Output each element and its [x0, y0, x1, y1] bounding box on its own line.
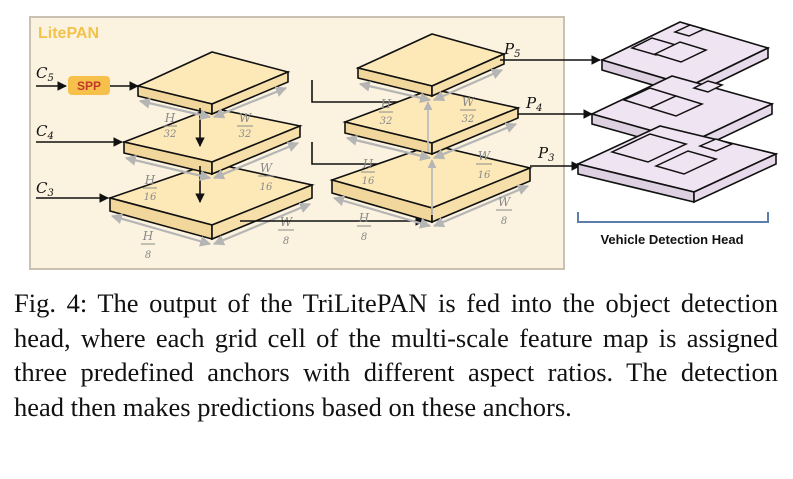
frac-w8-left: W 8	[278, 215, 294, 247]
svg-text:8: 8	[501, 216, 507, 227]
svg-text:W: W	[239, 111, 253, 125]
svg-text:W: W	[280, 215, 294, 229]
svg-text:H: H	[144, 173, 156, 187]
svg-text:32: 32	[380, 116, 393, 127]
svg-text:8: 8	[361, 232, 367, 243]
frac-w8-right: W 8	[496, 195, 512, 227]
output-p5: P5	[503, 40, 520, 60]
svg-text:H: H	[358, 211, 370, 225]
svg-text:8: 8	[283, 236, 289, 247]
output-p4: P4	[525, 94, 542, 114]
spp-box	[68, 76, 110, 95]
litepan-diagram: LitePAN SPP C5 C4 C3	[29, 16, 779, 270]
figure: LitePAN SPP C5 C4 C3	[29, 16, 779, 270]
frac-w16-right: W 16	[476, 149, 492, 181]
svg-text:H: H	[164, 111, 176, 125]
svg-text:C4: C4	[36, 122, 54, 142]
svg-text:W: W	[478, 149, 492, 163]
frac-w32-right: W 32	[460, 95, 476, 125]
svg-text:C5: C5	[36, 64, 54, 84]
frac-h8-left: H 8	[141, 229, 155, 261]
left-dim-arrows	[110, 86, 312, 247]
svg-text:P4: P4	[525, 94, 542, 114]
input-c3: C3	[36, 179, 54, 199]
spp-label: SPP	[77, 79, 101, 93]
svg-text:H: H	[142, 229, 154, 243]
right-dim-arrows	[332, 68, 530, 229]
svg-text:16: 16	[478, 170, 491, 181]
input-c5: C5	[36, 64, 54, 84]
input-c4: C4	[36, 122, 54, 142]
svg-text:16: 16	[362, 176, 375, 187]
frac-h8-right: H 8	[357, 211, 371, 243]
output-p3: P3	[537, 144, 554, 164]
litepan-label: LitePAN	[38, 25, 99, 42]
head-grid-p3	[575, 125, 779, 204]
svg-text:W: W	[260, 161, 274, 175]
svg-text:W: W	[498, 195, 512, 209]
frac-h32-right: H 32	[379, 97, 393, 127]
svg-text:H: H	[362, 157, 374, 171]
svg-text:P5: P5	[503, 40, 520, 60]
svg-text:32: 32	[164, 129, 177, 140]
frac-w32-left: W 32	[237, 111, 253, 140]
svg-text:H: H	[380, 97, 392, 111]
svg-text:8: 8	[145, 250, 151, 261]
frac-h32-left: H 32	[163, 111, 177, 140]
svg-text:32: 32	[239, 129, 252, 140]
svg-text:16: 16	[260, 182, 273, 193]
frac-h16-left: H 16	[143, 173, 157, 203]
frac-h16-right: H 16	[361, 157, 375, 187]
head-bracket	[577, 212, 769, 223]
svg-text:C3: C3	[36, 179, 54, 199]
head-label: Vehicle Detection Head	[600, 232, 743, 247]
svg-text:P3: P3	[537, 144, 554, 164]
figure-caption: Fig. 4: The output of the TriLitePAN is …	[14, 288, 778, 422]
svg-text:W: W	[462, 95, 476, 109]
svg-text:16: 16	[144, 192, 157, 203]
frac-w16-left: W 16	[258, 161, 274, 193]
svg-text:32: 32	[462, 114, 475, 125]
